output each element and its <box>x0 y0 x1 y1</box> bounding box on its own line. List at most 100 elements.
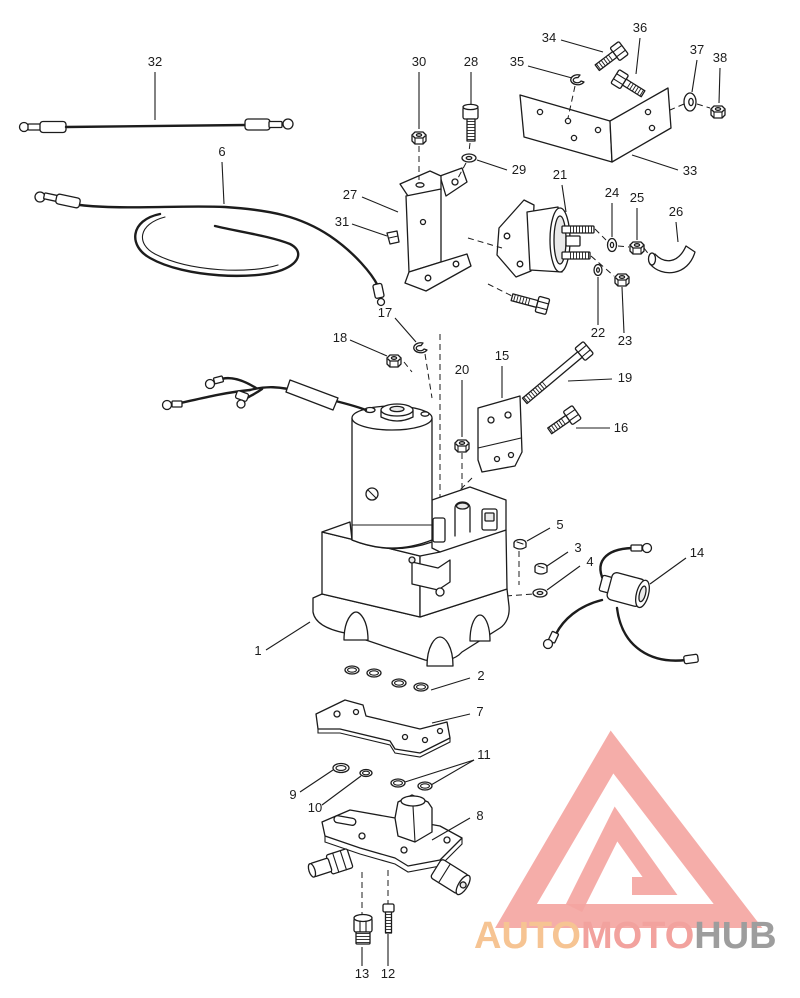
leader-line <box>394 317 417 343</box>
callout-5: 5 <box>556 517 563 532</box>
callout-36: 36 <box>633 20 647 35</box>
leader-line <box>431 817 471 841</box>
leader-line <box>546 565 581 591</box>
leader-line <box>675 221 679 243</box>
callout-4: 4 <box>586 554 593 569</box>
part-washer-37 <box>683 92 697 112</box>
callout-27: 27 <box>343 187 357 202</box>
leader-line <box>635 37 641 75</box>
callout-24: 24 <box>605 185 619 200</box>
leader-line <box>649 557 687 585</box>
leader-line <box>361 196 399 213</box>
callout-34: 34 <box>542 30 556 45</box>
leader-lines <box>154 37 721 966</box>
part-cable-6 <box>34 191 386 307</box>
part-bolt-36 <box>610 69 646 98</box>
leader-line <box>430 759 475 786</box>
callout-21: 21 <box>553 167 567 182</box>
part-washer-4 <box>532 588 548 598</box>
part-nut-25 <box>629 241 645 255</box>
callout-16: 16 <box>614 420 628 435</box>
callout-15: 15 <box>495 348 509 363</box>
callout-30: 30 <box>412 54 426 69</box>
part-washer-24 <box>606 237 618 253</box>
callout-12: 12 <box>381 966 395 981</box>
part-nut-30 <box>411 131 427 145</box>
leader-line <box>404 759 475 783</box>
callout-9: 9 <box>289 787 296 802</box>
part-lockwasher-17 <box>413 342 428 354</box>
callout-33: 33 <box>683 163 697 178</box>
part-bolt-16 <box>547 405 582 435</box>
part-nut-23 <box>614 273 630 287</box>
callout-37: 37 <box>690 42 704 57</box>
part-boot-26 <box>647 245 696 274</box>
callout-1: 1 <box>254 643 261 658</box>
callout-11: 11 <box>477 747 491 762</box>
leader-line <box>265 621 311 651</box>
logo-text-hub: HUB <box>694 915 776 957</box>
part-plate-15 <box>477 395 523 473</box>
callout-14: 14 <box>690 545 704 560</box>
callout-2: 2 <box>477 668 484 683</box>
leader-line <box>527 65 573 79</box>
leader-line <box>526 527 551 542</box>
part-plug-13 <box>353 913 373 945</box>
leader-line <box>567 378 613 382</box>
part-nut-20 <box>454 439 470 453</box>
leader-line <box>430 677 471 691</box>
part-bracket-33 <box>519 87 672 163</box>
leader-line <box>476 159 508 171</box>
callout-7: 7 <box>476 704 483 719</box>
leader-line <box>621 286 625 334</box>
leader-line <box>546 551 569 567</box>
callout-38: 38 <box>713 50 727 65</box>
callout-28: 28 <box>464 54 478 69</box>
part-plate-7 <box>315 699 451 758</box>
part-bracket-27 <box>399 167 472 292</box>
callout-31: 31 <box>335 214 349 229</box>
callout-6: 6 <box>218 144 225 159</box>
part-o-rings-11 <box>390 778 433 791</box>
part-cable-32 <box>18 118 294 134</box>
part-manifold-8 <box>307 794 471 896</box>
part-screw-28 <box>462 103 479 142</box>
part-lockwasher-35 <box>570 74 585 86</box>
leader-line <box>561 184 567 213</box>
callout-35: 35 <box>510 54 524 69</box>
leader-line <box>560 39 604 53</box>
leader-line <box>321 775 362 806</box>
part-solenoid-21 <box>496 199 595 278</box>
leader-line <box>299 769 334 793</box>
callout-29: 29 <box>512 162 526 177</box>
logo-text-moto: MOTO <box>581 915 694 957</box>
callout-23: 23 <box>618 333 632 348</box>
callout-22: 22 <box>591 325 605 340</box>
leader-line <box>631 154 679 171</box>
callout-18: 18 <box>333 330 347 345</box>
leader-line <box>349 339 388 357</box>
callout-19: 19 <box>618 370 632 385</box>
part-nut-38 <box>710 105 726 119</box>
part-pump-base-1 <box>312 486 510 667</box>
assembly-center-lines <box>361 85 711 914</box>
part-washer-22 <box>593 263 603 277</box>
part-motor <box>351 403 433 549</box>
callout-13: 13 <box>355 966 369 981</box>
leader-line <box>431 713 471 724</box>
logo-text-auto: AUTO <box>474 915 581 957</box>
callout-17: 17 <box>378 305 392 320</box>
part-washer-29 <box>461 153 477 163</box>
callout-32: 32 <box>148 54 162 69</box>
part-bolt-12 <box>382 903 395 934</box>
part-motor-harness <box>161 375 368 412</box>
part-switch-14 <box>542 542 699 665</box>
leader-line <box>221 161 225 205</box>
leader-line <box>718 67 721 104</box>
leader-line <box>351 223 388 237</box>
part-screw-3 <box>534 562 548 575</box>
callout-8: 8 <box>476 808 483 823</box>
callout-25: 25 <box>630 190 644 205</box>
logo-mark-icon <box>495 730 763 928</box>
callout-3: 3 <box>574 540 581 555</box>
